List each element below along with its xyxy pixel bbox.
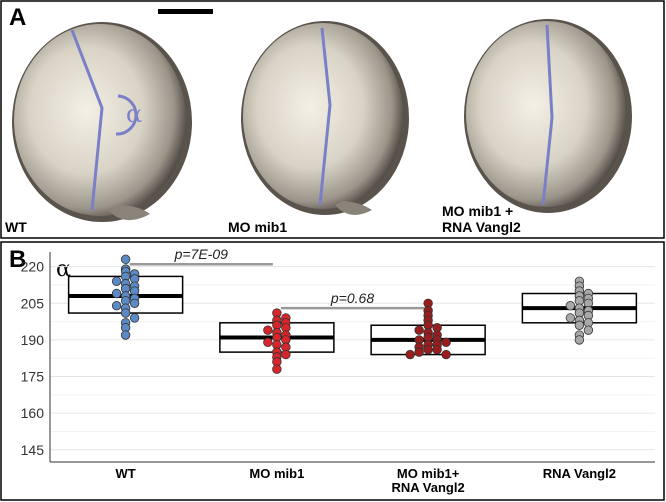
embryo-body xyxy=(243,23,403,209)
data-point xyxy=(414,325,424,335)
embryo-mo-mib1: MO mib1 xyxy=(228,21,409,235)
data-point xyxy=(272,364,282,374)
y-tick-label: 175 xyxy=(21,369,45,385)
x-tick-label: WT xyxy=(116,466,136,481)
data-point xyxy=(263,325,273,335)
data-point xyxy=(574,335,585,345)
scale-bar xyxy=(158,9,213,14)
embryo-label: MO mib1 xyxy=(228,219,287,235)
angle-alpha-symbol: α xyxy=(126,100,142,128)
x-tick-label: MO mib1+ xyxy=(397,466,460,481)
y-tick-label: 160 xyxy=(21,405,45,421)
embryo-label-line-2: RNA Vangl2 xyxy=(442,219,521,235)
data-point xyxy=(414,347,424,357)
data-point xyxy=(129,298,140,308)
embryo-midline xyxy=(70,29,104,211)
embryo-body xyxy=(466,21,626,207)
data-point xyxy=(441,349,451,360)
data-point xyxy=(111,288,122,299)
y-tick-label: 190 xyxy=(21,332,45,348)
data-point xyxy=(432,344,442,355)
embryo-wt: α WT xyxy=(5,22,192,235)
y-tick-label: 145 xyxy=(21,442,45,458)
x-tick-label: RNA Vangl2 xyxy=(543,466,616,481)
y-tick-label: 220 xyxy=(21,259,45,275)
data-point xyxy=(574,320,585,330)
data-point xyxy=(583,325,594,335)
panel-a-letter: A xyxy=(9,4,26,31)
data-point xyxy=(263,337,273,348)
data-point xyxy=(120,254,131,265)
y-axis-label: α xyxy=(56,257,71,282)
data-point xyxy=(120,330,131,340)
data-point xyxy=(565,301,576,311)
data-point xyxy=(565,313,576,323)
y-tick-label: 205 xyxy=(21,295,45,311)
data-point xyxy=(405,349,415,360)
embryo-tail xyxy=(108,205,150,221)
p-value-label: p=0.68 xyxy=(330,290,374,306)
p-value-label: p=7E-09 xyxy=(174,246,229,262)
embryo-label-line-1: MO mib1 + xyxy=(442,203,513,219)
angle-arc xyxy=(115,94,138,136)
panel-b-letter: B xyxy=(9,246,26,273)
embryo-midline xyxy=(541,24,554,206)
embryo-label: WT xyxy=(5,219,27,235)
x-tick-label: MO mib1 xyxy=(249,466,304,481)
data-point xyxy=(120,308,131,318)
data-point xyxy=(281,349,291,360)
data-point xyxy=(423,344,433,355)
embryo-tail xyxy=(335,201,372,215)
x-tick-label: RNA Vangl2 xyxy=(392,480,465,495)
data-point xyxy=(111,276,122,287)
panel-a: A α WT MO mib1 MO mib1 + RNA Vangl2 xyxy=(0,0,665,239)
embryo-mo-mib1-rna-vangl2: MO mib1 + RNA Vangl2 xyxy=(442,19,632,235)
data-point xyxy=(111,301,122,311)
data-point xyxy=(129,313,140,323)
data-point xyxy=(441,337,451,348)
embryo-midline xyxy=(318,27,332,206)
